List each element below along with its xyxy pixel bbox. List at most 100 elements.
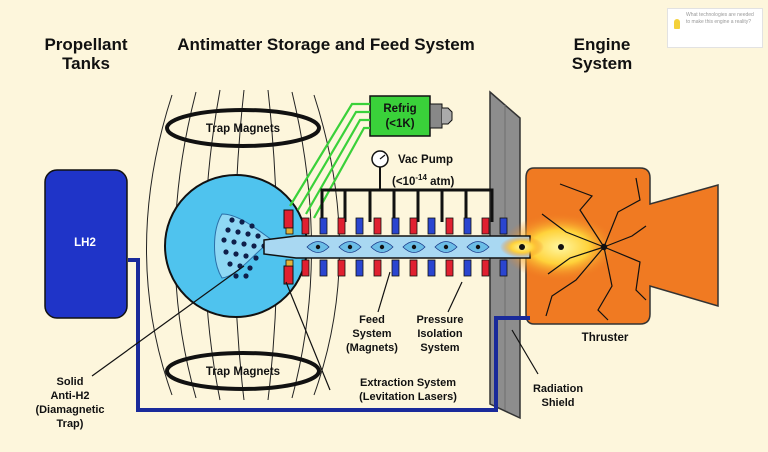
antiproton-bunch-core (347, 244, 353, 250)
label-vac-pump: Vac Pump (398, 154, 453, 166)
label-solid-line4: Trap) (57, 418, 84, 430)
extraction-electrode-top-red (283, 209, 294, 229)
label-trap-magnets-bottom: Trap Magnets (206, 366, 280, 378)
header-propellant-line2: Tanks (62, 54, 110, 73)
antihydrogen-pellet (249, 223, 255, 229)
antiproton-bunch-core (315, 244, 321, 250)
vacuum-manifold (320, 188, 494, 222)
refrigerator-box (369, 95, 431, 137)
label-feed-line3: (Magnets) (346, 342, 398, 354)
antihydrogen-pellet (233, 273, 239, 279)
label-extraction-line1: Extraction System (360, 377, 456, 389)
feed-magnet-bottom (391, 259, 400, 277)
antihydrogen-pellet (243, 273, 249, 279)
label-pressure-line3: System (420, 342, 459, 354)
note-text: What technologies are needed to make thi… (686, 12, 754, 25)
trap-magnet-ring-top (165, 108, 321, 148)
antihydrogen-pellet (243, 253, 249, 259)
label-extraction-line2: (Levitation Lasers) (359, 391, 457, 403)
antihydrogen-pellet (245, 231, 251, 237)
antiproton-bunch-core (443, 244, 449, 250)
header-engine-line1: Engine (574, 35, 631, 54)
label-trap-magnets-top: Trap Magnets (206, 123, 280, 135)
feed-magnet-top (481, 217, 490, 235)
feed-magnet-top (319, 217, 328, 235)
vac-pressure-suffix: atm) (427, 176, 455, 188)
label-feed-line1: Feed (359, 314, 385, 326)
feed-magnet-top (499, 217, 508, 235)
antihydrogen-pellet (247, 265, 253, 271)
levitation-laser-bottom (285, 259, 294, 267)
feed-magnet-top (427, 217, 436, 235)
feed-magnet-bottom (481, 259, 490, 277)
header-antimatter: Antimatter Storage and Feed System (177, 35, 475, 54)
antihydrogen-pellet (225, 227, 231, 233)
injection-point-2 (558, 244, 564, 250)
thruster-chamber (525, 167, 719, 325)
header-engine-line2: System (572, 54, 632, 73)
lh2-feed-pipe (128, 258, 530, 412)
label-thruster: Thruster (582, 332, 629, 344)
label-solid-line1: Solid (57, 376, 84, 388)
pointer-lines (91, 265, 539, 391)
feed-magnet-top (463, 217, 472, 235)
label-pressure-line2: Isolation (417, 328, 463, 340)
antihydrogen-pellet (233, 251, 239, 257)
feed-magnet-top (409, 217, 418, 235)
antihydrogen-pellet (239, 219, 245, 225)
antiproton-bunch-core (411, 244, 417, 250)
antiproton-bunch-core (379, 244, 385, 250)
thruster-focus-point (600, 243, 608, 251)
feed-magnet-bottom (301, 259, 310, 277)
label-solid-line3: (Diamagnetic (35, 404, 104, 416)
antihydrogen-pellet (241, 241, 247, 247)
label-vac-pressure: (<10-14 atm) (392, 173, 455, 188)
feed-magnet-top (355, 217, 364, 235)
antihydrogen-pellet (221, 237, 227, 243)
note-card: What technologies are needed to make thi… (667, 8, 763, 48)
vac-pressure-exponent: -14 (415, 173, 427, 182)
lightbulb-icon (674, 19, 680, 29)
feed-magnet-bottom (427, 259, 436, 277)
refrigeration-lines (289, 102, 370, 219)
antihydrogen-pellet (229, 217, 235, 223)
feed-magnet-bottom (355, 259, 364, 277)
lh2-tank (44, 169, 128, 319)
feed-magnet-top (391, 217, 400, 235)
antihydrogen-pellet (255, 233, 261, 239)
antihydrogen-pellet (227, 261, 233, 267)
label-refrig-line2: (<1K) (385, 118, 414, 130)
header-propellant-line1: Propellant (44, 35, 127, 54)
feed-magnet-bottom (319, 259, 328, 277)
feed-magnet-bottom (373, 259, 382, 277)
label-radiation-line2: Shield (541, 397, 574, 409)
antihydrogen-pellet (235, 229, 241, 235)
refrigerator-motor-cap (442, 107, 453, 125)
feed-magnet-bottom (409, 259, 418, 277)
annihilation-tracks (541, 177, 647, 321)
vac-pressure-prefix: (<10 (392, 176, 415, 188)
trap-magnet-ring-bottom (165, 351, 321, 391)
levitation-laser-top (285, 227, 294, 235)
antihydrogen-pellet (251, 243, 257, 249)
feed-system-magnets (301, 217, 508, 277)
feed-magnet-bottom (445, 259, 454, 277)
label-lh2: LH2 (74, 237, 96, 249)
vacuum-gauge-needle (379, 154, 386, 160)
antiproton-bunch-core (475, 244, 481, 250)
feed-magnet-bottom (337, 259, 346, 277)
feed-magnet-bottom (499, 259, 508, 277)
label-pressure-line1: Pressure (416, 314, 463, 326)
feed-magnet-top (301, 217, 310, 235)
antihydrogen-pellets (221, 217, 267, 279)
label-radiation-line1: Radiation (533, 383, 583, 395)
antiproton-bunches (306, 241, 490, 253)
refrigerator-motor (429, 103, 443, 129)
extraction-electrode-bottom-red (283, 265, 294, 285)
feed-magnet-bottom (463, 259, 472, 277)
label-refrig-line1: Refrig (383, 103, 416, 115)
feed-tube (263, 235, 531, 259)
label-solid-line2: Anti-H2 (50, 390, 89, 402)
